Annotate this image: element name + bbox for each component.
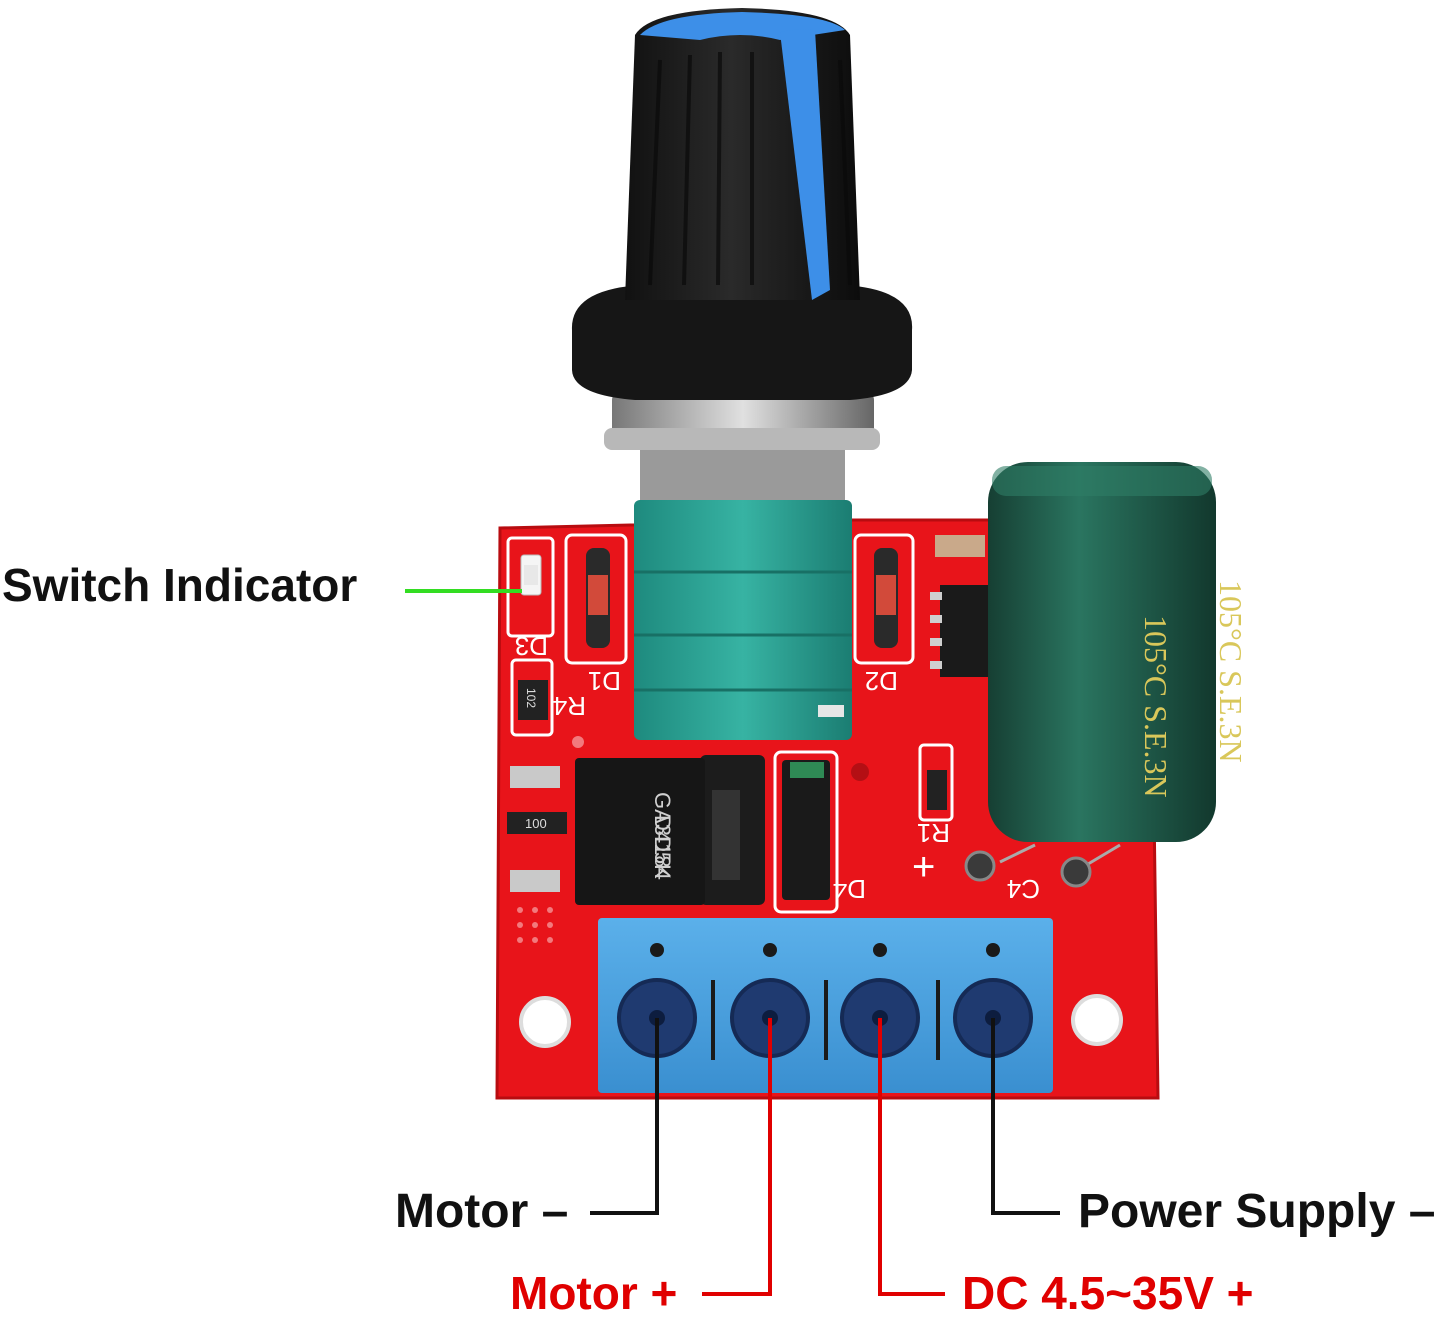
motor-plus-label: Motor +	[510, 1267, 678, 1319]
screw-terminal-block	[598, 918, 1053, 1093]
speed-control-knob[interactable]	[571, 8, 913, 400]
silk-r4: R4	[553, 691, 586, 721]
silk-plus: +	[912, 845, 935, 889]
dc-input-leader	[878, 1018, 945, 1296]
diode-d4	[782, 760, 830, 900]
silk-r1: R1	[917, 818, 950, 848]
silk-d4: D4	[833, 874, 866, 904]
resistor-100-code: 100	[525, 816, 547, 831]
capacitor-marking-2: 105°C S.E.3N	[1213, 580, 1249, 763]
motor-minus-label: Motor –	[395, 1185, 569, 1238]
dc-input-label: DC 4.5~35V +	[962, 1267, 1254, 1319]
mosfet-marking-2: GA3D5K	[650, 792, 675, 879]
power-supply-minus-leader	[991, 1018, 1060, 1215]
capacitor-marking-1: 105°C S.E.3N	[1138, 615, 1174, 798]
potentiometer	[634, 432, 852, 740]
electrolytic-capacitor: 105°C S.E.3N 105°C S.E.3N	[964, 462, 1249, 888]
mount-hole-left	[519, 996, 571, 1048]
mosfet: D4184 GA3D5K	[575, 755, 765, 905]
silk-c4: C4	[1007, 874, 1040, 904]
silk-d1: D1	[588, 666, 621, 696]
mount-hole-right	[1071, 994, 1123, 1046]
driver-ic	[940, 585, 995, 677]
motor-minus-leader	[590, 1018, 659, 1215]
smd-components: 102 100	[507, 535, 995, 892]
silk-d3: D3	[515, 631, 548, 661]
potentiometer-nut	[604, 392, 880, 450]
silk-d2: D2	[865, 666, 898, 696]
switch-indicator-label: Switch Indicator	[2, 559, 358, 611]
power-supply-minus-label: Power Supply –	[1078, 1185, 1436, 1238]
mosfet-marking-1: D4184	[650, 815, 675, 880]
resistor-r4-code: 102	[524, 688, 538, 708]
motor-plus-leader	[702, 1018, 772, 1296]
